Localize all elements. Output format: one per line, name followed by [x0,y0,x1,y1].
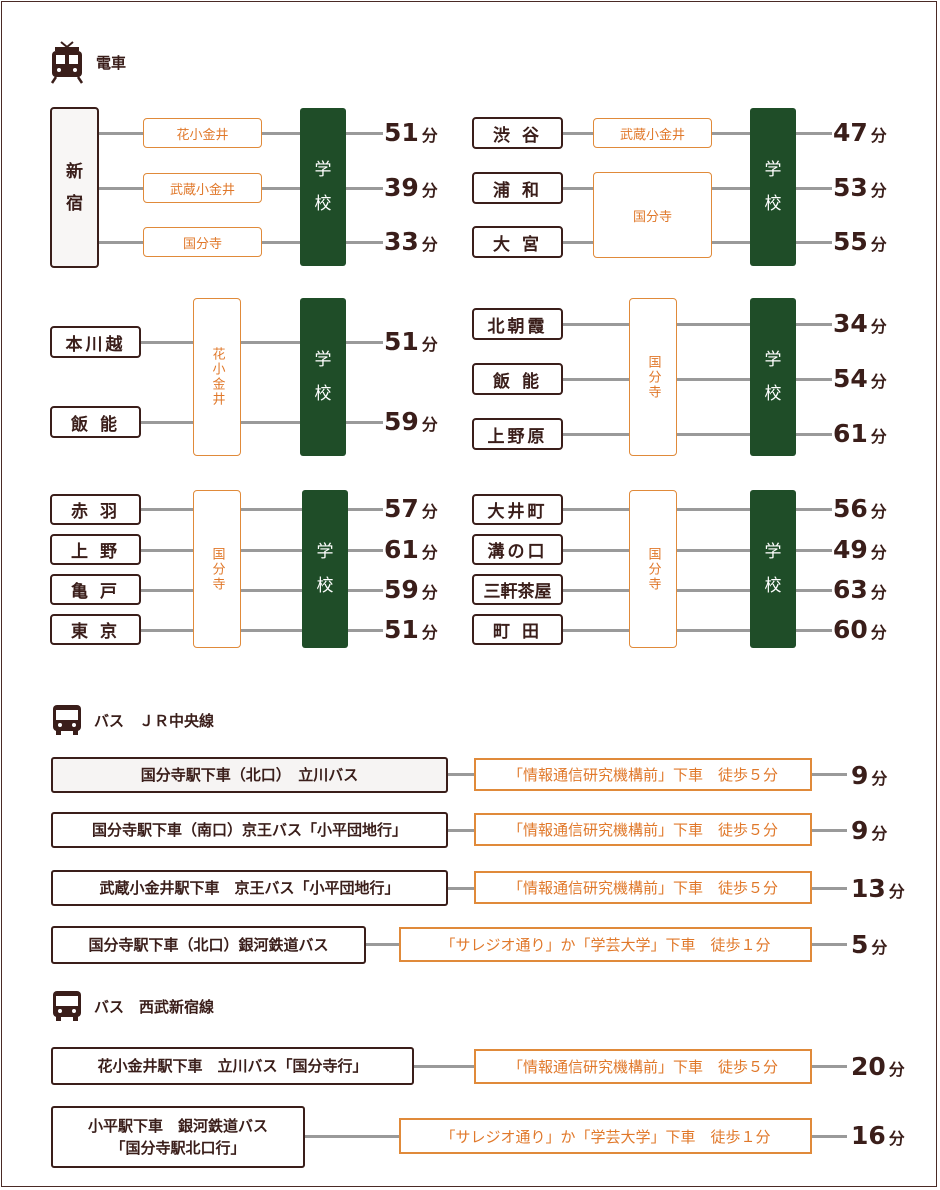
station-box: 上野原 [472,418,563,450]
bus-seibu-header: バス 西武新宿線 [52,990,214,1022]
station-box: 三軒茶屋 [472,574,563,605]
bus-route-box: 国分寺駅下車（北口）銀河鉄道バス [51,926,366,964]
via-box: 国分寺 [593,172,712,258]
station-box: 赤 羽 [50,494,141,525]
school-box: 学校 [300,108,346,266]
station-box: 上 野 [50,534,141,565]
station-box: 東 京 [50,614,141,645]
bus-stop-box: 「情報通信研究機構前」下車 徒歩５分 [474,1049,812,1084]
bus-icon [53,991,81,1021]
via-box: 国分寺 [143,227,262,257]
bus-jr-header-label: バス ＪＲ中央線 [94,711,215,730]
bus-stop-box: 「情報通信研究機構前」下車 徒歩５分 [474,758,812,791]
bus-stop-box: 「サレジオ通り」か「学芸大学」下車 徒歩１分 [399,1118,812,1154]
school-box: 学校 [750,108,796,266]
via-box: 武蔵小金井 [143,173,262,203]
bus-icon [53,705,81,735]
school-box: 学校 [302,490,348,648]
station-box: 亀 戸 [50,574,141,605]
station-box: 浦 和 [472,172,563,204]
train-header: 電車 [50,40,126,84]
station-box: 大井町 [472,494,563,525]
via-box: 国分寺 [193,490,241,648]
train-icon [50,41,84,84]
bus-route-line: 小平駅下車 銀河鉄道バス [87,1117,268,1135]
origin-char: 新 [66,161,83,182]
school-box: 学校 [750,298,796,456]
station-box: 飯 能 [50,406,141,438]
station-box: 大 宮 [472,226,563,258]
station-box: 北朝霞 [472,308,563,340]
via-box: 花小金井 [193,298,241,456]
bus-route-box: 武蔵小金井駅下車 京王バス「小平団地行」 [51,870,448,906]
school-box: 学校 [750,490,796,648]
station-box: 町 田 [472,614,563,645]
school-box: 学校 [300,298,346,456]
via-box: 国分寺 [629,490,677,648]
bus-stop-box: 「情報通信研究機構前」下車 徒歩５分 [474,871,812,904]
bus-route-box: 小平駅下車 銀河鉄道バス 「国分寺駅北口行」 [51,1106,305,1168]
bus-stop-box: 「サレジオ通り」か「学芸大学」下車 徒歩１分 [399,927,812,962]
bus-route-box: 国分寺駅下車（南口）京王バス「小平団地行」 [51,812,448,848]
bus-stop-box: 「情報通信研究機構前」下車 徒歩５分 [474,813,812,846]
via-box: 花小金井 [143,118,262,148]
bus-route-line: 「国分寺駅北口行」 [110,1139,246,1157]
origin-char: 宿 [66,193,83,214]
station-box: 溝の口 [472,534,563,565]
station-box: 本川越 [50,326,141,358]
via-box: 武蔵小金井 [593,118,712,148]
train-header-label: 電車 [96,53,127,72]
station-box: 渋 谷 [472,117,563,149]
bus-route-box: 花小金井駅下車 立川バス「国分寺行」 [51,1047,414,1085]
origin-shinjuku: 新 宿 [50,107,99,268]
bus-jr-header: バス ＪＲ中央線 [52,704,214,736]
via-box: 国分寺 [629,298,677,456]
station-box: 飯 能 [472,363,563,395]
bus-route-box: 国分寺駅下車（北口） 立川バス [51,757,448,793]
bus-seibu-header-label: バス 西武新宿線 [94,997,215,1016]
